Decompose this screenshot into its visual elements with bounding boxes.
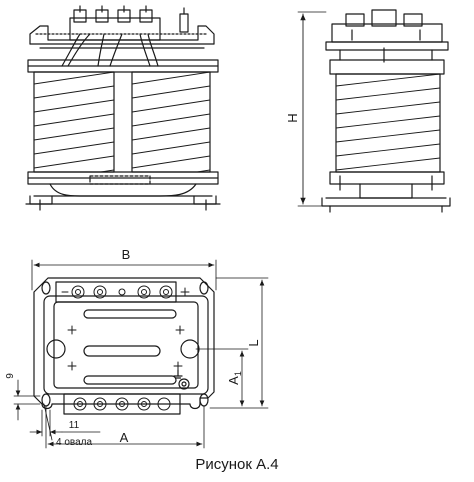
coil-side (335, 73, 441, 173)
width-dimension-label: B (122, 247, 131, 262)
small-dimension-11: 11 (69, 420, 80, 431)
hole-offset-dimension-label: A1 (226, 371, 243, 385)
base-dimension-label: A (120, 430, 129, 445)
dimension-lines (13, 259, 269, 449)
small-dimension-9: 9 (5, 373, 16, 379)
front-view (25, 5, 221, 211)
coil-left (33, 71, 115, 173)
length-dimension-label: L (246, 339, 261, 346)
coil-right (131, 71, 211, 173)
height-dimension-label: H (285, 113, 300, 122)
front-terminal-block (69, 5, 189, 41)
side-view (297, 9, 451, 213)
holes-note: 4 овала (56, 437, 92, 448)
terminal-block-top (55, 281, 177, 303)
terminal-block-bottom (63, 393, 181, 415)
figure-caption: Рисунок А.4 (195, 456, 279, 473)
top-view (33, 277, 215, 415)
